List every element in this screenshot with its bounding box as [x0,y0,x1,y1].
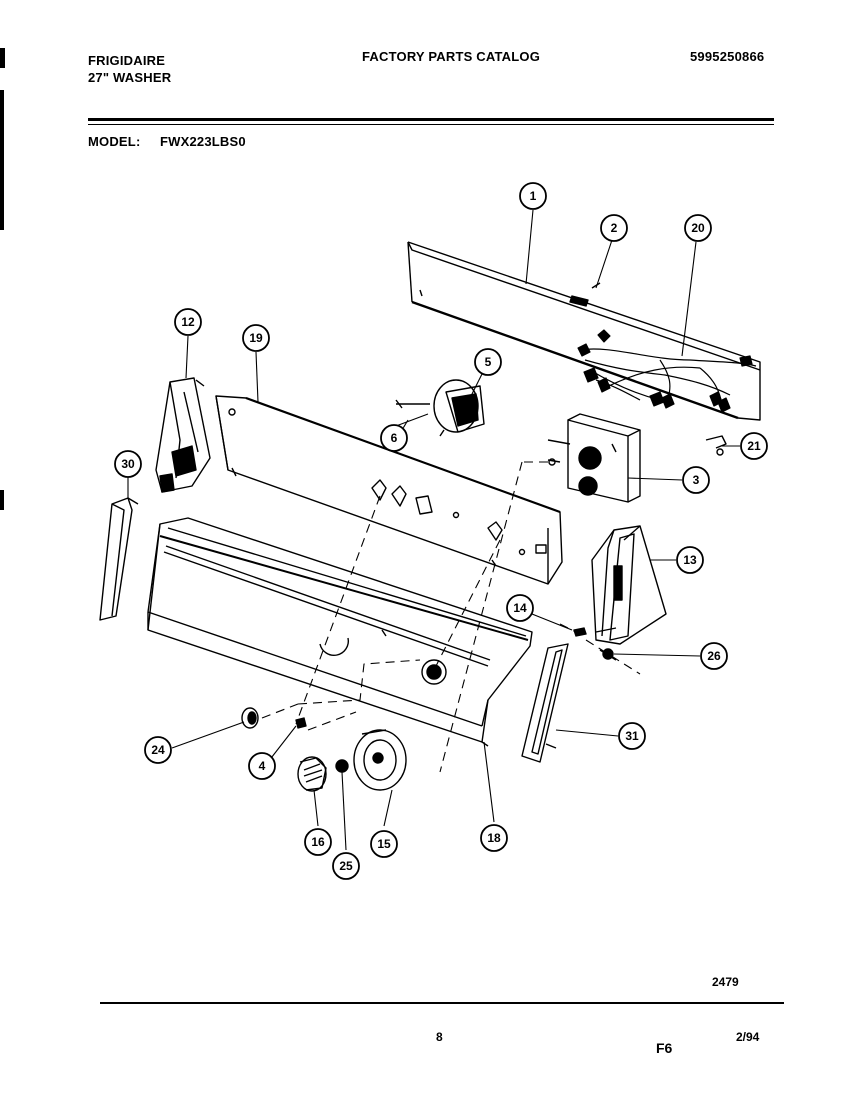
part-screw-4 [295,717,307,729]
svg-text:20: 20 [691,221,705,235]
leader-lines [127,209,740,851]
callout-6: 6 [380,424,408,452]
part-screw-2 [569,282,601,307]
catalog-number: 5995250866 [690,49,765,64]
revision-date: 2/94 [736,1030,760,1044]
callout-13: 13 [676,546,704,574]
svg-text:5: 5 [485,355,492,369]
brand-name: FRIGIDAIRE [88,53,166,68]
part-rear-bracket [407,241,761,421]
drawing-number: 2479 [712,975,739,989]
svg-text:31: 31 [625,729,639,743]
scan-mark [0,48,5,68]
header-rule-bottom [88,124,774,125]
part-washer-25 [335,759,349,773]
callout-12: 12 [174,308,202,336]
svg-text:25: 25 [339,859,353,873]
callout-14: 14 [506,594,534,622]
part-knob-16 [297,756,327,792]
model-label: MODEL: [88,134,141,149]
svg-text:26: 26 [707,649,721,663]
catalog-title: FACTORY PARTS CATALOG [362,49,541,64]
part-right-end-cap [591,525,667,645]
svg-text:2: 2 [611,221,618,235]
callout-15: 15 [370,830,398,858]
page-number: 8 [436,1030,443,1044]
svg-text:12: 12 [181,315,195,329]
part-console [147,517,533,747]
svg-text:1: 1 [530,189,537,203]
callout-2: 2 [600,214,628,242]
part-right-trim [521,643,569,763]
footer-rule [100,1002,784,1004]
part-selector-switch [395,379,485,437]
callout-31: 31 [618,722,646,750]
svg-text:24: 24 [151,743,165,757]
scan-mark [0,490,4,510]
svg-text:15: 15 [377,837,391,851]
svg-text:4: 4 [259,759,266,773]
callouts: 1 2 20 12 19 5 6 21 3 30 13 14 26 31 24 … [114,182,768,880]
callout-16: 16 [304,828,332,856]
svg-text:18: 18 [487,831,501,845]
callout-19: 19 [242,324,270,352]
scan-mark [0,90,4,230]
part-control-panel [215,395,563,585]
callout-30: 30 [114,450,142,478]
assembly-dashed-lines [261,419,641,773]
part-wiring-harness [577,329,757,413]
callout-4: 4 [248,752,276,780]
product-name: 27" WASHER [88,70,172,85]
model-value: FWX223LBS0 [160,134,246,149]
part-clip-21 [705,435,727,456]
callout-18: 18 [480,824,508,852]
svg-text:13: 13 [683,553,697,567]
part-timer [547,413,641,503]
section-code: F6 [656,1040,673,1056]
part-screw-14 [573,627,587,637]
callout-26: 26 [700,642,728,670]
callout-5: 5 [474,348,502,376]
callout-25: 25 [332,852,360,880]
callout-20: 20 [684,214,712,242]
svg-text:19: 19 [249,331,263,345]
part-left-end-cap [155,377,211,493]
callout-21: 21 [740,432,768,460]
part-bushing-24 [241,707,259,729]
header-rule-top [88,118,774,121]
svg-text:3: 3 [693,473,700,487]
svg-text:14: 14 [513,601,527,615]
part-clip-26 [599,648,617,661]
svg-text:6: 6 [391,431,398,445]
svg-text:21: 21 [747,439,761,453]
callout-3: 3 [682,466,710,494]
part-dial-15 [353,729,407,791]
svg-text:30: 30 [121,457,135,471]
callout-1: 1 [519,182,547,210]
part-left-trim [99,497,139,621]
svg-text:16: 16 [311,835,325,849]
callout-24: 24 [144,736,172,764]
